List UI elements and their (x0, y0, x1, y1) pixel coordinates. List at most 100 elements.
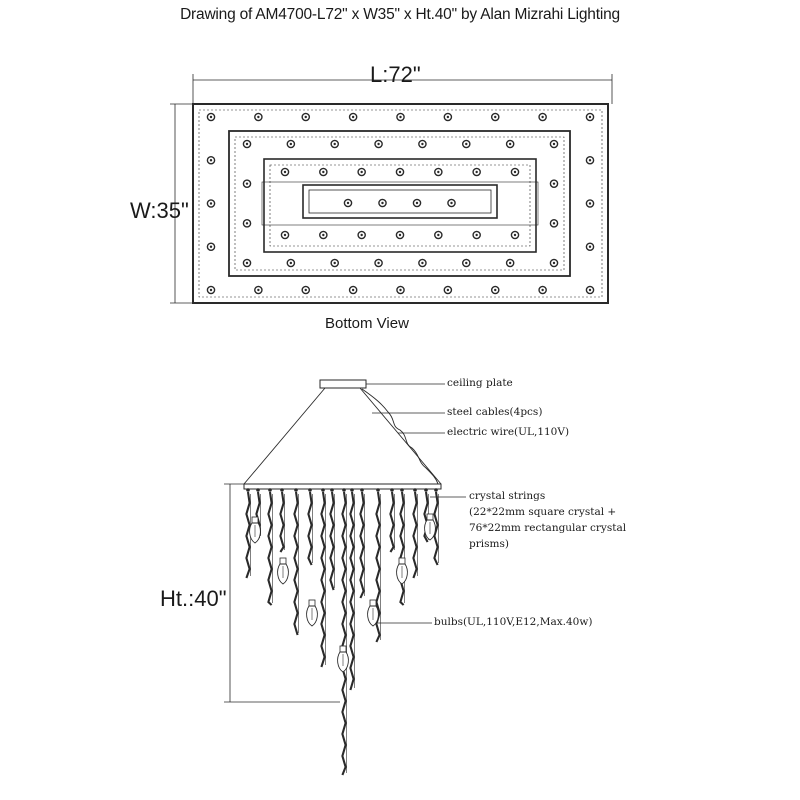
crystal-dot (254, 285, 263, 295)
crystal-dot (461, 139, 471, 149)
bulb (367, 599, 379, 627)
crystal-dot (242, 139, 252, 149)
crystal-string (412, 488, 418, 579)
callout-bulbs: bulbs(UL,110V,E12,Max.40w) (434, 616, 593, 628)
crystal-dot (206, 242, 216, 252)
crystal-dot (374, 258, 383, 268)
crystal-string (359, 488, 365, 599)
crystal-dot (585, 199, 595, 208)
crystal-dot (510, 167, 520, 177)
crystal-dot (549, 139, 559, 149)
frame-ring-1 (192, 103, 609, 304)
crystal-dot (396, 285, 405, 295)
crystal-string (267, 488, 273, 606)
crystal-dot (343, 198, 353, 208)
crystal-dot (418, 258, 427, 268)
ceiling-plate (319, 379, 367, 389)
crystal-dot (286, 139, 296, 149)
crystal-dot (242, 179, 252, 188)
crystal-dot (549, 258, 559, 268)
bulb (306, 599, 318, 627)
crystal-dot (461, 258, 471, 268)
crystal-dot (443, 285, 453, 295)
bulb (249, 516, 261, 544)
crystal-dot (348, 285, 358, 295)
bottom-view-caption: Bottom View (325, 315, 409, 332)
crystal-dot (434, 167, 443, 177)
bulb (277, 557, 289, 585)
crystal-dot (395, 230, 405, 240)
frame-ring-4-inner (308, 189, 492, 214)
crystal-dot (206, 285, 216, 295)
crystal-strings (245, 488, 439, 776)
width-label: W:35" (130, 198, 189, 223)
frame-ring-3 (263, 158, 537, 253)
crystal-dot (286, 258, 296, 268)
callout-steel-cables: steel cables(4pcs) (447, 406, 543, 418)
crystal-string (399, 488, 405, 606)
crystal-dot (254, 112, 263, 122)
bulb (424, 513, 436, 541)
crystal-dot (412, 198, 422, 208)
crystal-dot (301, 112, 311, 122)
crystal-dot (585, 285, 595, 295)
side-view (224, 379, 466, 776)
crystal-dot (538, 112, 547, 122)
crystal-dot (206, 199, 216, 208)
drawing-title: Drawing of AM4700-L72" x W35" x Ht.40" b… (180, 6, 620, 23)
crystal-dot (434, 230, 443, 240)
callout-crystal-line-1: crystal strings (469, 490, 546, 502)
crystal-dot (357, 167, 366, 177)
crystal-dot (549, 219, 559, 228)
crystal-dot (206, 112, 216, 122)
height-label: Ht.:40" (160, 586, 227, 611)
crystal-dot (330, 258, 340, 268)
crystal-dot (242, 258, 252, 268)
crystal-string (293, 488, 299, 636)
crystal-dot (301, 285, 311, 295)
crystal-dot (378, 198, 387, 208)
crystal-dot (490, 112, 500, 122)
crystal-dot (396, 112, 405, 122)
crystal-dot (280, 230, 290, 240)
crystal-dot (505, 258, 515, 268)
crystal-dot (472, 167, 481, 177)
crystal-dot (585, 112, 595, 122)
steel-cable-left (243, 387, 326, 485)
crystal-dot (395, 167, 405, 177)
electric-wire (361, 388, 439, 485)
crystal-dot (447, 198, 456, 208)
crystal-dot (443, 112, 453, 122)
crystal-string (320, 488, 326, 668)
crystal-dot (585, 155, 595, 165)
crystal-dot (510, 230, 520, 240)
crystal-dot (418, 139, 427, 149)
frame-ring-2 (228, 130, 571, 277)
crystal-dot (472, 230, 481, 240)
bulb (337, 645, 349, 673)
frame-ring-4-outline (261, 181, 539, 226)
crystal-dot (348, 112, 358, 122)
frame-ring-2-inner (234, 136, 565, 271)
bulb (396, 557, 408, 585)
crystal-dot (206, 155, 216, 165)
crystal-string (349, 488, 355, 691)
crystal-string (279, 488, 285, 553)
steel-cable-right (359, 387, 442, 485)
crystal-dot (490, 285, 500, 295)
frame-ring-1-inner (198, 109, 603, 298)
frame-bar (243, 483, 442, 490)
frame-ring-3-inner (269, 164, 531, 247)
crystal-string (329, 488, 335, 591)
callout-crystal-line-4: prisms) (469, 538, 509, 550)
crystal-dot (549, 179, 559, 188)
length-label: L:72" (370, 62, 421, 87)
crystal-dot (319, 230, 328, 240)
callout-crystal-line-2: (22*22mm square crystal + (469, 506, 617, 518)
crystal-dot (280, 167, 290, 177)
crystal-dot (538, 285, 547, 295)
crystal-dot (357, 230, 366, 240)
frame-ring-4 (302, 184, 498, 219)
